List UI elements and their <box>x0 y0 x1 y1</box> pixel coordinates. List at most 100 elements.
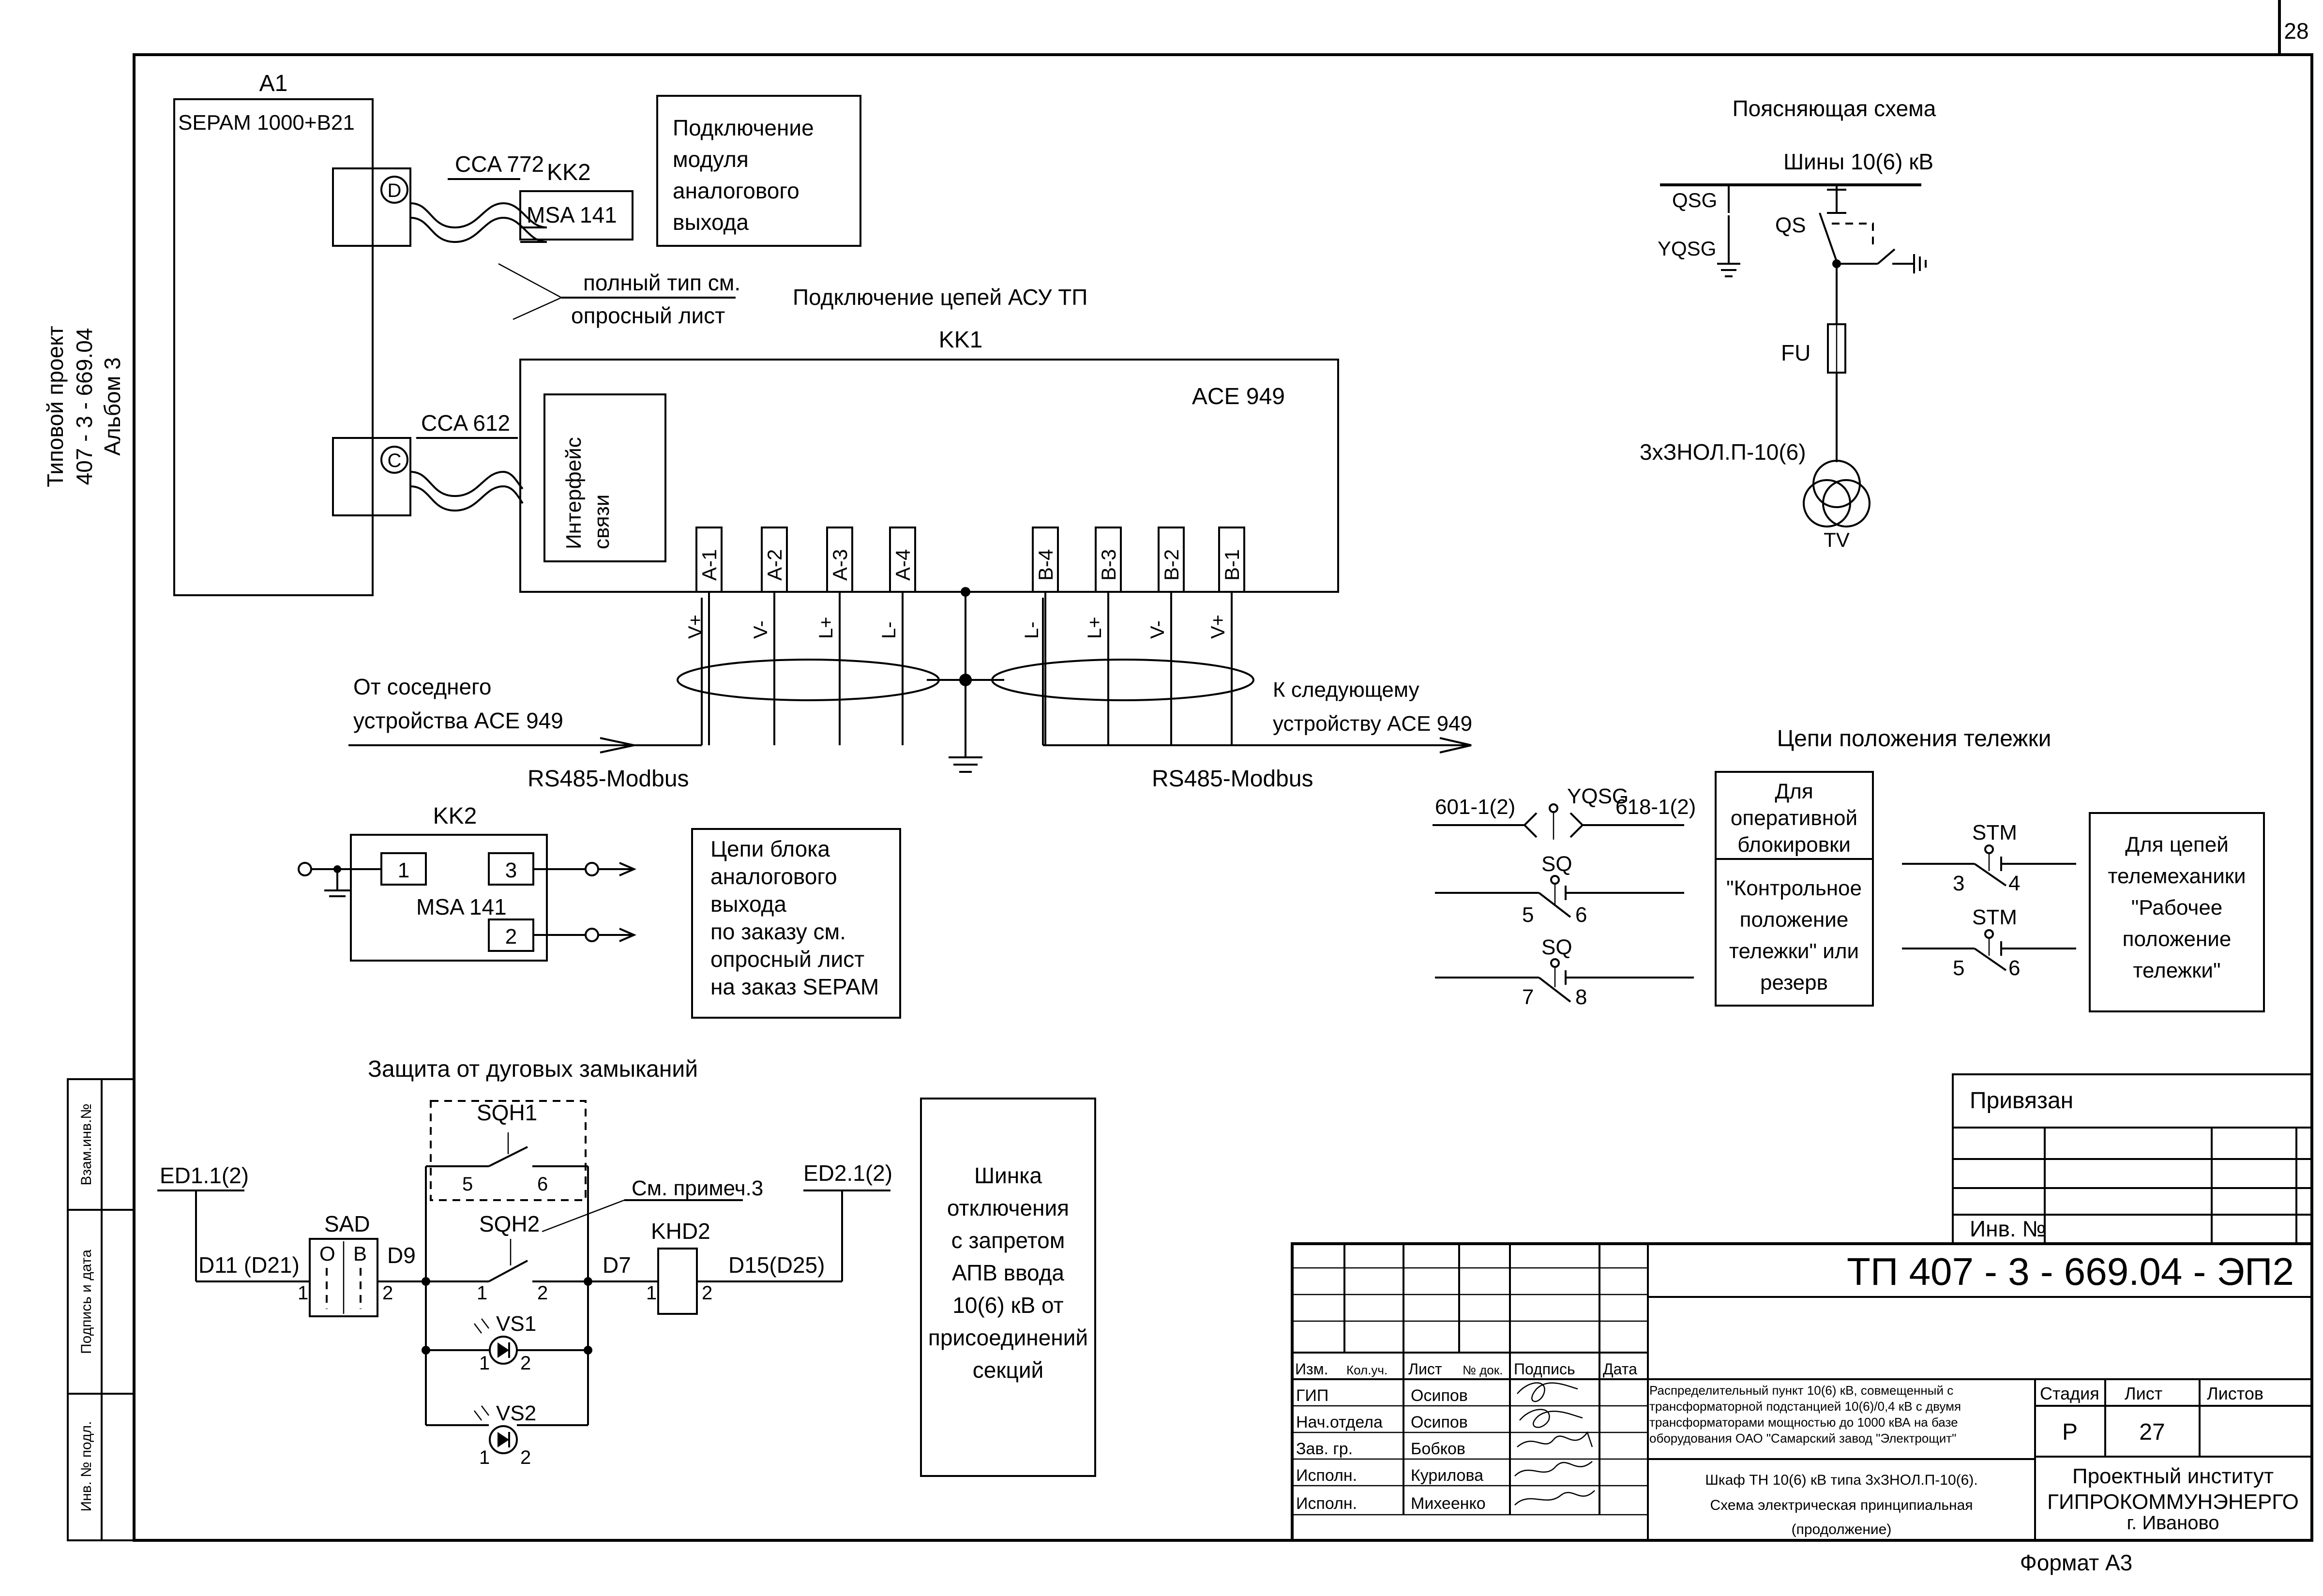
svg-text:Лист: Лист <box>1408 1360 1442 1378</box>
svg-text:Дата: Дата <box>1603 1360 1637 1378</box>
paper-format: Формат А3 <box>2020 1550 2132 1575</box>
svg-text:опросный лист: опросный лист <box>710 947 864 972</box>
svg-text:1: 1 <box>298 1282 308 1304</box>
svg-text:618-1(2): 618-1(2) <box>1615 795 1696 819</box>
svg-text:3хЗНОЛ.П-10(6): 3хЗНОЛ.П-10(6) <box>1640 439 1806 465</box>
svg-text:трансформаторами мощностью до: трансформаторами мощностью до 1000 кВА н… <box>1649 1415 1958 1430</box>
svg-text:VS2: VS2 <box>496 1401 536 1425</box>
svg-text:положение: положение <box>1740 908 1849 932</box>
svg-text:TV: TV <box>1824 528 1850 551</box>
doc-code: ТП 407 - 3 - 669.04 - ЭП2 <box>1847 1250 2294 1293</box>
svg-text:Исполн.: Исполн. <box>1296 1494 1357 1513</box>
svg-text:5: 5 <box>462 1174 473 1195</box>
b-terminal-label: B-2 <box>1160 549 1183 581</box>
album-number: Альбом 3 <box>100 357 125 455</box>
a-signal-label: L- <box>878 621 900 639</box>
sepam-a1: A1 SEPAM 1000+B21 D C <box>173 71 411 596</box>
svg-text:отключения: отключения <box>947 1195 1069 1220</box>
port-d-icon <box>380 176 408 204</box>
svg-text:Схема электрическая принципиал: Схема электрическая принципиальная <box>1710 1497 1973 1513</box>
svg-text:положение: положение <box>2123 927 2232 951</box>
svg-text:Листов: Листов <box>2207 1384 2263 1403</box>
svg-text:STM: STM <box>1972 821 2017 844</box>
svg-text:Изм.: Изм. <box>1295 1360 1328 1378</box>
svg-text:D9: D9 <box>387 1243 416 1268</box>
sepam-box <box>173 98 374 596</box>
cable-cca612: CCA 612 <box>410 410 524 512</box>
svg-text:3: 3 <box>505 858 517 882</box>
svg-text:MSA 141: MSA 141 <box>416 894 507 919</box>
kk1-label: KK1 <box>939 327 983 353</box>
svg-text:SQ: SQ <box>1541 935 1572 959</box>
box-telemechanics <box>2089 812 2265 1012</box>
expl-title: Поясняющая схема <box>1733 96 1936 121</box>
a-terminal-label: A-3 <box>829 549 851 581</box>
b-signal-label: L- <box>1021 621 1042 639</box>
svg-text:2: 2 <box>520 1447 531 1468</box>
svg-text:"Рабочее: "Рабочее <box>2131 896 2223 919</box>
svg-text:2: 2 <box>537 1282 548 1304</box>
svg-text:ED1.1(2): ED1.1(2) <box>160 1163 249 1188</box>
svg-text:АПВ ввода: АПВ ввода <box>952 1260 1064 1285</box>
svg-text:6: 6 <box>2008 956 2020 980</box>
bus-label: Шины 10(6) кВ <box>1783 149 1933 174</box>
msa141-bottom-box <box>350 834 548 962</box>
svg-text:1: 1 <box>398 858 409 882</box>
svg-text:с запретом: с запретом <box>951 1228 1065 1253</box>
arc-protection: Защита от дуговых замыканий ED1.1(2) D11… <box>157 1056 892 1468</box>
svg-text:Осипов: Осипов <box>1411 1386 1468 1405</box>
explanatory-scheme: Поясняющая схема Шины 10(6) кВ QSG YQSG … <box>1640 96 1936 551</box>
svg-text:"Контрольное: "Контрольное <box>1726 876 1862 900</box>
cable-shield-left <box>677 659 940 701</box>
svg-text:выхода: выхода <box>673 210 749 235</box>
ace949-box <box>519 359 1339 593</box>
cable-cca612-label: CCA 612 <box>421 410 510 436</box>
sqh1-dashed-box <box>430 1100 587 1201</box>
b-signal-label: L+ <box>1084 617 1105 639</box>
kk2-module-bottom: KK2 1 3 2 MSA 141 <box>298 803 637 962</box>
page-number: 28 <box>2284 18 2308 44</box>
svg-text:(продолжение): (продолжение) <box>1792 1521 1892 1537</box>
svg-text:Проектный институт: Проектный институт <box>2072 1464 2274 1488</box>
svg-text:аналогового: аналогового <box>673 178 799 203</box>
svg-text:Цепи блока: Цепи блока <box>710 836 830 861</box>
msa141-top-box <box>519 190 634 241</box>
svg-text:VS1: VS1 <box>496 1312 536 1336</box>
svg-text:4: 4 <box>2008 872 2020 895</box>
box-analog-module: Подключение модуля аналогового выхода <box>656 95 861 247</box>
svg-text:См. примеч.3: См. примеч.3 <box>632 1176 763 1200</box>
svg-text:ГИПРОКОММУНЭНЕРГО: ГИПРОКОММУНЭНЕРГО <box>2047 1490 2299 1514</box>
khd2-relay-box <box>657 1248 698 1315</box>
svg-text:C: C <box>388 450 402 471</box>
svg-text:6: 6 <box>537 1174 548 1195</box>
box-analog-outputs: Цепи блока аналогового выхода по заказу … <box>691 828 901 1019</box>
svg-text:устройству ACE 949: устройству ACE 949 <box>1273 712 1472 736</box>
svg-text:D11 (D21): D11 (D21) <box>198 1252 300 1278</box>
svg-text:SQH2: SQH2 <box>479 1211 540 1236</box>
svg-text:трансформаторной подстанцией 1: трансформаторной подстанцией 10(6)/0,4 к… <box>1649 1399 1961 1414</box>
signatures <box>1514 1382 1595 1506</box>
svg-text:Подключение: Подключение <box>673 115 814 140</box>
svg-text:К следующему: К следующему <box>1273 678 1419 702</box>
margin-inv: Инв. № подл. <box>78 1421 94 1512</box>
svg-text:Исполн.: Исполн. <box>1296 1466 1357 1485</box>
svg-text:2: 2 <box>382 1282 393 1304</box>
a-signal-label: V+ <box>685 615 706 639</box>
svg-text:27: 27 <box>2139 1419 2165 1445</box>
svg-text:D7: D7 <box>603 1252 631 1278</box>
svg-text:Шинка: Шинка <box>974 1163 1042 1188</box>
svg-text:1: 1 <box>479 1447 490 1468</box>
title-block: Привязан Инв. № Изм. Кол.уч. Лист № док. <box>1291 1073 2313 1542</box>
svg-text:резерв: резерв <box>1760 971 1828 994</box>
inv-no-label: Инв. № <box>1970 1216 2046 1241</box>
svg-text:тележки": тележки" <box>2133 959 2220 982</box>
interface-box <box>543 393 666 562</box>
cable-shield-right <box>991 659 1254 701</box>
cable-cca772: CCA 772 <box>410 151 547 243</box>
svg-text:ED2.1(2): ED2.1(2) <box>803 1160 892 1186</box>
left-margin: Типовой проект 407 - 3 - 669.04 Альбом 3… <box>43 326 135 1541</box>
svg-text:Подпись: Подпись <box>1514 1360 1575 1378</box>
svg-text:SQ: SQ <box>1541 852 1572 876</box>
